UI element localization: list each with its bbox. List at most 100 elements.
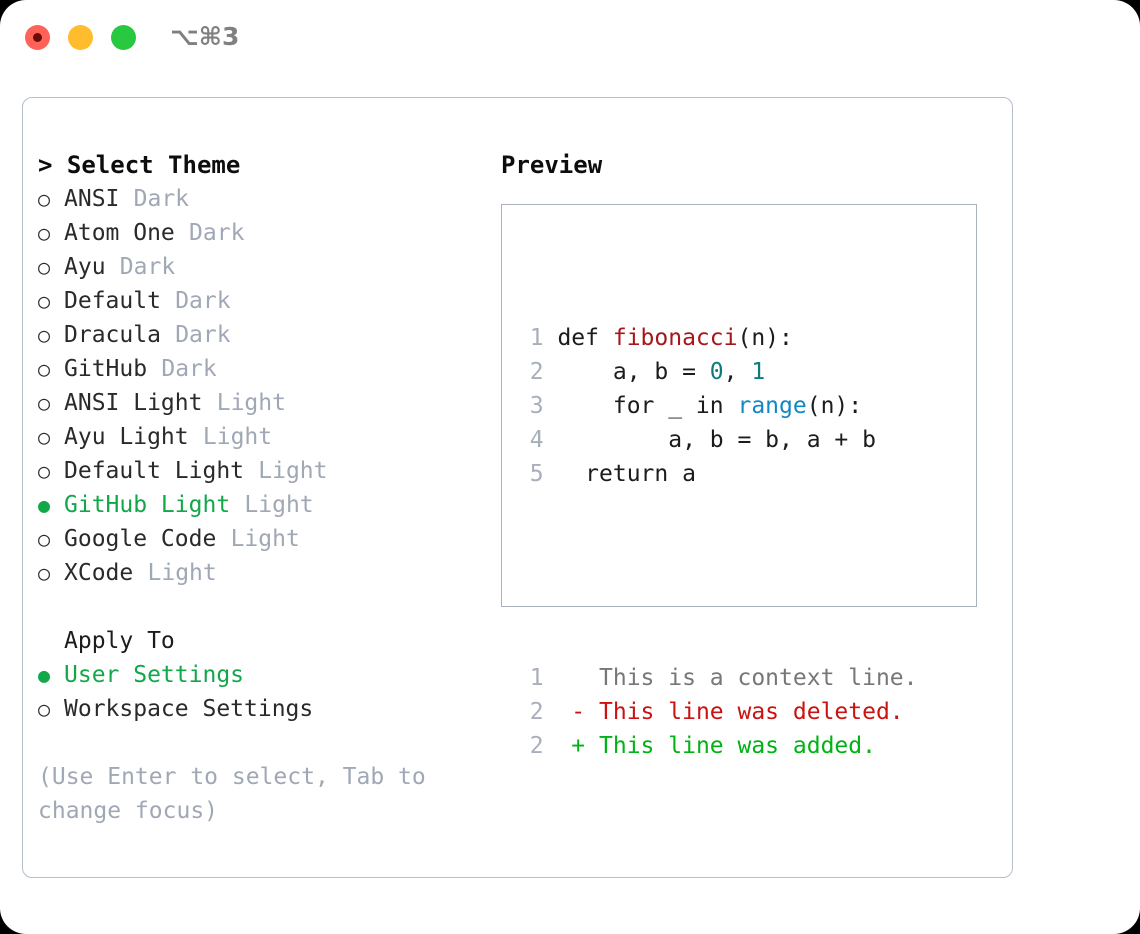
theme-option-label: Google Code <box>64 526 217 552</box>
select-theme-header: > Select Theme <box>38 151 241 179</box>
theme-variant-tag: Light <box>216 390 286 416</box>
title-bar: ⌥⌘3 <box>0 0 1140 78</box>
code-line: 1 def fibonacci(n): <box>516 321 918 355</box>
code-token-plain: def <box>557 325 613 351</box>
diff-text: This line was added. <box>599 733 876 759</box>
code-token-fn: fibonacci <box>612 325 738 351</box>
theme-variant-tag: Dark <box>161 356 217 382</box>
radio-unselected-icon: ○ <box>38 255 51 279</box>
theme-option-label: Ayu Light <box>64 424 189 450</box>
diff-line-add: 2 + This line was added. <box>516 729 918 763</box>
line-number: 1 <box>529 665 544 691</box>
keyboard-hint-text: (Use Enter to select, Tab to change focu… <box>38 764 426 824</box>
diff-sample: 1 This is a context line.2 - This line w… <box>516 661 918 763</box>
theme-variant-tag: Dark <box>175 288 231 314</box>
theme-option-label: ANSI Light <box>64 390 203 416</box>
theme-variant-tag: Light <box>202 424 273 450</box>
radio-selected-icon: ● <box>38 493 51 517</box>
radio-unselected-icon: ○ <box>38 357 51 381</box>
theme-option-dracula[interactable]: ○ Dracula Dark <box>38 318 488 352</box>
theme-option-github-light[interactable]: ● GitHub Light Light <box>38 488 488 522</box>
code-token-plain: , <box>723 359 752 385</box>
radio-unselected-icon: ○ <box>38 527 51 551</box>
diff-marker: - <box>571 699 586 725</box>
apply-to-option-workspace-settings[interactable]: ○Workspace Settings <box>38 692 488 726</box>
radio-unselected-icon: ○ <box>38 323 51 347</box>
line-number: 2 <box>529 359 544 385</box>
theme-variant-tag: Light <box>230 526 300 552</box>
preview-title: Preview <box>501 151 603 179</box>
line-number: 2 <box>529 699 544 725</box>
theme-option-ansi-light[interactable]: ○ ANSI Light Light <box>38 386 488 420</box>
diff-marker: + <box>571 733 586 759</box>
line-number: 2 <box>529 733 544 759</box>
code-token-plain: (n): <box>737 325 793 351</box>
code-token-num: 0 <box>709 359 724 385</box>
theme-option-github[interactable]: ○ GitHub Dark <box>38 352 488 386</box>
code-token-plain: a, b = b, a + b <box>557 427 876 453</box>
radio-selected-icon: ● <box>38 663 51 687</box>
theme-option-ayu[interactable]: ○ Ayu Dark <box>38 250 488 284</box>
apply-to-header: Apply To <box>64 628 175 654</box>
theme-option-ayu-light[interactable]: ○ Ayu Light Light <box>38 420 488 454</box>
code-token-num: 1 <box>751 359 766 385</box>
code-diff-spacer <box>516 559 918 593</box>
code-line: 5 return a <box>516 457 918 491</box>
theme-variant-tag: Dark <box>175 322 231 348</box>
close-icon[interactable] <box>25 25 50 50</box>
diff-text: This line was deleted. <box>599 699 904 725</box>
theme-variant-tag: Dark <box>133 186 190 212</box>
theme-option-label: XCode <box>64 560 134 586</box>
theme-option-label: GitHub <box>64 356 148 382</box>
code-line: 4 a, b = b, a + b <box>516 423 918 457</box>
line-number: 1 <box>529 325 544 351</box>
window-controls <box>25 25 136 50</box>
radio-unselected-icon: ○ <box>38 187 51 211</box>
apply-to-option-user-settings[interactable]: ● User Settings <box>38 658 488 692</box>
preview-column: Preview 1 def fibonacci(n):2 a, b = 0, 1… <box>501 148 1001 759</box>
theme-option-label: Dracula <box>64 322 161 348</box>
theme-option-label: GitHub Light <box>64 492 231 518</box>
apply-to-option-label: User Settings <box>64 662 245 688</box>
theme-option-ansi[interactable]: ○ ANSI Dark <box>38 182 488 216</box>
list-spacer <box>38 590 488 624</box>
theme-option-label: ANSI <box>64 186 120 212</box>
keyboard-shortcut-label: ⌥⌘3 <box>170 22 240 51</box>
theme-variant-tag: Light <box>147 560 217 586</box>
theme-variant-tag: Dark <box>189 220 245 246</box>
diff-line-del: 2 - This line was deleted. <box>516 695 918 729</box>
radio-unselected-icon: ○ <box>38 425 51 449</box>
code-token-plain: (n): <box>806 393 863 419</box>
theme-option-label: Ayu <box>64 254 106 280</box>
radio-unselected-icon: ○ <box>38 459 51 483</box>
radio-unselected-icon: ○ <box>38 561 51 585</box>
code-token-call: range <box>737 393 807 419</box>
apply-to-option-label: Workspace Settings <box>64 696 314 722</box>
code-token-plain: return a <box>557 461 696 487</box>
theme-variant-tag: Light <box>244 492 314 518</box>
theme-option-google-code[interactable]: ○ Google Code Light <box>38 522 488 556</box>
minimize-icon[interactable] <box>68 25 93 50</box>
theme-variant-tag: Dark <box>119 254 176 280</box>
code-line: 2 a, b = 0, 1 <box>516 355 918 389</box>
line-number: 3 <box>529 393 544 419</box>
diff-line-ctx: 1 This is a context line. <box>516 661 918 695</box>
radio-unselected-icon: ○ <box>38 289 51 313</box>
radio-unselected-icon: ○ <box>38 391 51 415</box>
theme-option-label: Atom One <box>64 220 175 246</box>
zoom-icon[interactable] <box>111 25 136 50</box>
theme-option-xcode[interactable]: ○ XCode Light <box>38 556 488 590</box>
line-number: 4 <box>529 427 544 453</box>
code-token-plain: a, b = <box>557 359 710 385</box>
line-number: 5 <box>529 461 544 487</box>
apply-to-option-list: ● User Settings ○Workspace Settings <box>38 658 488 726</box>
diff-text: This is a context line. <box>599 665 918 691</box>
